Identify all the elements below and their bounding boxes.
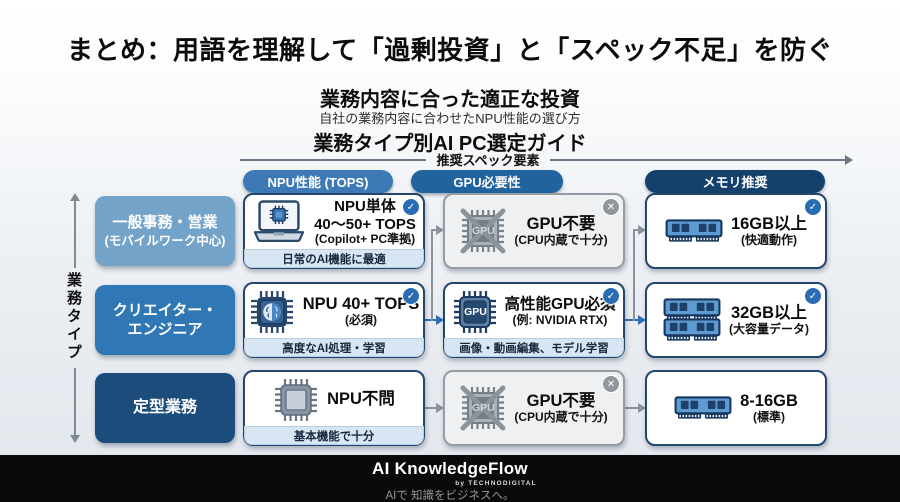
spec-axis-line-right: [550, 159, 845, 161]
connector-arrowhead-icon: [436, 225, 444, 235]
memory-card-routine: 8-16GB (標準): [645, 370, 827, 446]
check-badge-icon: ✓: [804, 198, 822, 216]
ram-stick-icon: [665, 219, 723, 244]
check-badge-icon: ✓: [804, 287, 822, 305]
connector-gpu-mem-row1: [633, 229, 639, 231]
gpu-card-routine: ✕ GPU GPU不要 (CPU内蔵で十分): [443, 370, 625, 446]
row-type-routine-work: 定型業務: [95, 373, 235, 443]
card-text: 32GB以上 (大容量データ): [729, 303, 809, 336]
connector-branch-npu-gpu: [431, 229, 433, 321]
gpu-chip-crossed-icon: GPU: [460, 208, 506, 254]
page-title: まとめ：用語を理解して「過剰投資」と「スペック不足」を防ぐ: [67, 35, 833, 65]
type-axis-line-bottom: [74, 368, 76, 436]
column-header-npu: NPU性能 (TOPS): [243, 170, 393, 193]
brand-tagline: AIで 知識をビジネスへ。: [385, 490, 515, 502]
card-caption: 基本機能で十分: [244, 426, 424, 445]
connector-arrowhead-icon: [436, 403, 444, 413]
npu-card-routine: NPU不問 基本機能で十分: [243, 370, 425, 446]
cpu-chip-icon: [273, 377, 319, 423]
card-text: 8-16GB (標準): [740, 391, 798, 424]
check-badge-icon: ✓: [402, 287, 420, 305]
connector-arrowhead-icon: [436, 315, 444, 325]
spec-axis-line-left: [240, 159, 426, 161]
card-text: GPU不要 (CPU内蔵で十分): [514, 214, 608, 247]
card-caption: 高度なAI処理・学習: [244, 338, 424, 357]
brand-byline: by TECHNODIGITAL: [455, 480, 537, 487]
card-text: NPU単体 40〜50+ TOPS (Copilot+ PC準拠): [314, 198, 416, 246]
connector-gpu-mem-row3: [625, 407, 639, 409]
card-text: 16GB以上 (快適動作): [730, 214, 808, 247]
brand-logo: AI KnowledgeFlow: [372, 459, 528, 478]
column-header-memory: メモリ推奨: [645, 170, 825, 193]
row-type-creator-engineer: クリエイター・ エンジニア: [95, 285, 235, 355]
card-caption: 日常のAI機能に最適: [244, 249, 424, 268]
spec-axis-label: 推奨スペック要素: [436, 153, 540, 168]
ram-stick-icon: [674, 396, 732, 421]
ram-sticks-double-icon: [663, 298, 721, 343]
gpu-chip-crossed-icon: GPU: [460, 385, 506, 431]
cross-badge-icon: ✕: [602, 375, 620, 393]
npu-card-creator: ✓ NPU 40+ TOPS (必須) 高度なAI処理・学習: [243, 282, 425, 358]
check-badge-icon: ✓: [602, 287, 620, 305]
footer-bar: AI KnowledgeFlow by TECHNODIGITAL AIで 知識…: [0, 455, 900, 502]
check-badge-icon: ✓: [402, 198, 420, 216]
section-heading: 業務内容に合った適正な投資: [320, 89, 580, 111]
section-subheading: 自社の業務内容に合わせたNPU性能の選び方: [319, 111, 581, 126]
connector-arrowhead-icon: [638, 403, 646, 413]
type-axis-arrow-down-icon: [70, 435, 80, 443]
cross-badge-icon: ✕: [602, 198, 620, 216]
memory-card-general: ✓ 16GB以上 (快適動作): [645, 193, 827, 269]
memory-card-creator: ✓ 32GB以上 (大容量データ): [645, 282, 827, 358]
card-text: NPU 40+ TOPS (必須): [302, 295, 420, 328]
card-text: GPU不要 (CPU内蔵で十分): [514, 391, 608, 424]
gpu-chip-icon: GPU: [452, 289, 498, 335]
brain-chip-icon: [249, 289, 295, 335]
connector-arrowhead-icon: [638, 315, 646, 325]
spec-axis-arrowhead-icon: [845, 155, 853, 165]
card-text: NPU不問: [327, 390, 395, 409]
card-caption: 画像・動画編集、モデル学習: [444, 338, 624, 357]
card-text: 高性能GPU必須 (例: NVIDIA RTX): [504, 295, 616, 327]
connector-branch-gpu-mem: [633, 229, 635, 321]
column-header-gpu: GPU必要性: [411, 170, 563, 193]
type-axis-arrow-up-icon: [70, 193, 80, 201]
diagram-title: 業務タイプ別AI PC選定ガイド: [313, 133, 587, 155]
laptop-chip-icon: [252, 200, 306, 245]
type-axis-label: 業務タイプ: [65, 272, 82, 362]
connector-gpu-mem-row2: [625, 319, 639, 321]
connector-npu-gpu-row3: [425, 407, 437, 409]
type-axis-line-top: [74, 200, 76, 268]
connector-arrowhead-icon: [638, 225, 646, 235]
gpu-card-creator: ✓ GPU 高性能GPU必須 (例: NVIDIA RTX) 画像・動画編集、モ…: [443, 282, 625, 358]
row-type-general-office: 一般事務・営業 (モバイルワーク中心): [95, 196, 235, 266]
gpu-card-general: ✕ GPU GPU不要 (CPU内蔵で十分): [443, 193, 625, 269]
npu-card-general: ✓ NPU単体 40〜50+ TOPS (Copilot+ PC準拠) 日常のA…: [243, 193, 425, 269]
connector-npu-gpu-row1: [431, 229, 437, 231]
